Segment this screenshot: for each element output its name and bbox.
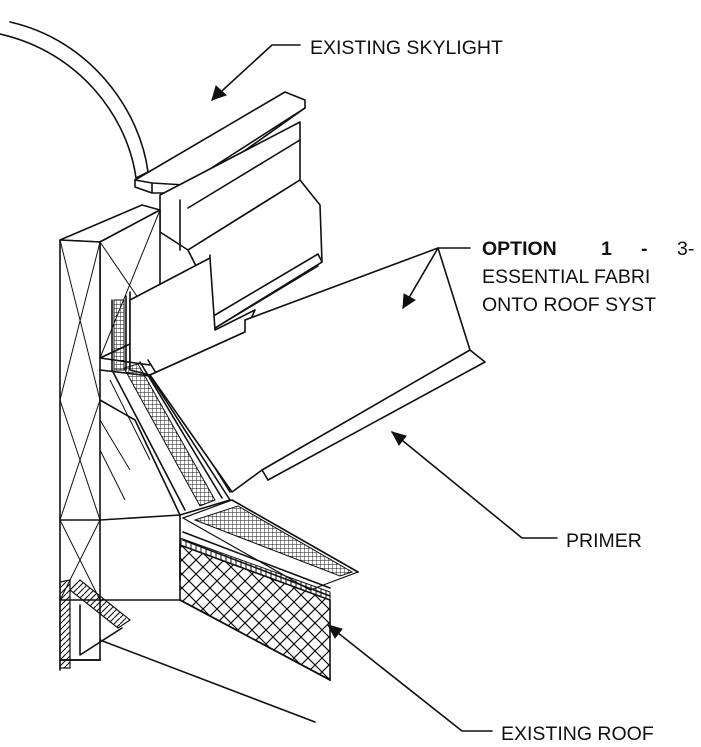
structural-deck (59, 579, 132, 671)
label-existing-skylight: EXISTING SKYLIGHT (310, 37, 503, 59)
label-option-1-dash: - (641, 238, 648, 260)
label-option-1-rest: 3- (677, 238, 694, 260)
skylight-frame (134, 91, 323, 329)
roof-field (59, 247, 486, 723)
leader-primer (390, 431, 558, 539)
leader-option (402, 247, 471, 309)
label-essential-fabric: ESSENTIAL FABRI (482, 266, 650, 288)
label-option-1-word: OPTION (482, 238, 557, 260)
label-primer: PRIMER (566, 530, 642, 552)
label-existing-roof: EXISTING ROOF (501, 723, 654, 745)
skylight-dome (0, 21, 149, 179)
label-onto-roof-system: ONTO ROOF SYST (482, 294, 656, 316)
leader-roof (326, 624, 493, 732)
label-option-1-number: 1 (601, 238, 612, 260)
leader-skylight (211, 44, 301, 101)
